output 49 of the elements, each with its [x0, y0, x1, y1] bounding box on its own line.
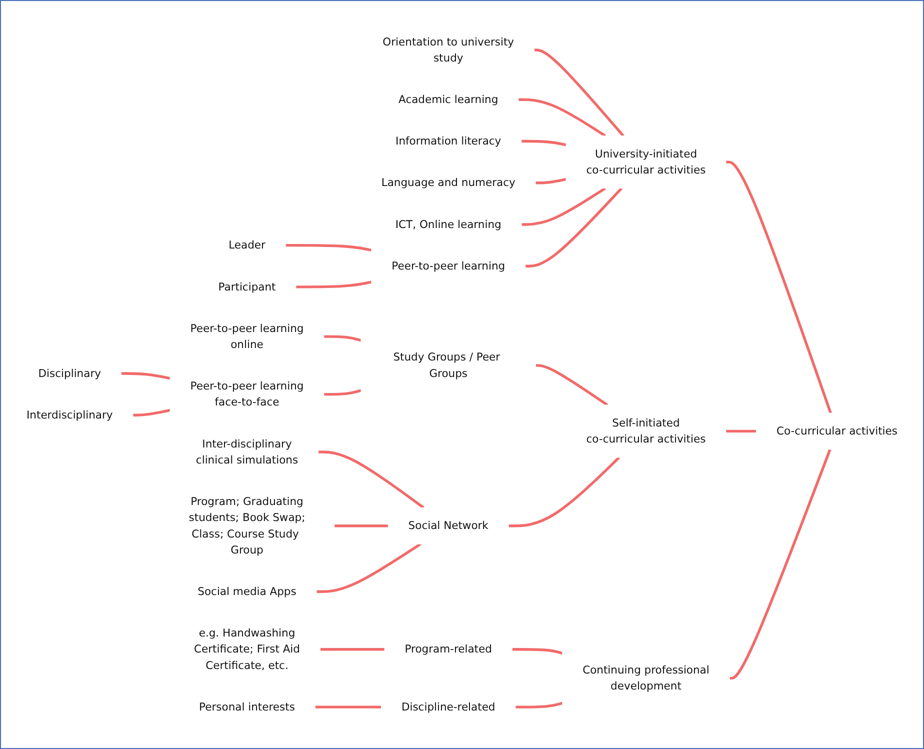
node-text: Continuing professional development — [582, 663, 710, 692]
node-text: ICT, Online learning — [395, 218, 502, 231]
connector — [726, 430, 756, 433]
connector — [315, 706, 382, 708]
node-text: Orientation to university study — [382, 35, 514, 64]
node-text: Participant — [218, 280, 276, 293]
node-text: Academic learning — [398, 92, 498, 106]
connector — [324, 335, 362, 342]
connector — [525, 187, 623, 268]
node-text: Inter-disciplinary clinical simulations — [196, 437, 298, 466]
node-text: Program; Graduating students; Book Swap; Class; Course Study Group — [188, 494, 306, 556]
connector — [521, 140, 566, 146]
connector — [121, 372, 170, 380]
node-text: Self-initiated co-curricular activities — [586, 416, 706, 446]
node-text: e.g. Handwashing Certificate; First Aid Certificate, etc. — [194, 626, 300, 672]
connector — [320, 648, 385, 651]
connector — [334, 524, 388, 528]
node-text: Social Network — [408, 519, 488, 532]
node-text: Discipline-related — [401, 700, 496, 714]
node-text: Program-related — [404, 642, 492, 656]
node-text: Leader — [228, 238, 266, 252]
connector — [535, 178, 566, 184]
connector — [512, 648, 563, 655]
node-text: Personal interests — [199, 700, 295, 714]
connector — [286, 244, 372, 252]
node-text: Information literacy — [396, 134, 502, 148]
node-text: Peer-to-peer learning face-to-face — [190, 380, 304, 408]
connector — [534, 48, 624, 137]
connector — [508, 456, 620, 528]
connector — [296, 280, 372, 288]
node-text: Disciplinary — [38, 366, 101, 380]
connector — [521, 187, 606, 226]
node-text: Peer-to-peer learning online — [190, 322, 304, 351]
connector — [536, 364, 608, 406]
node-text: Co-curricular activities — [776, 424, 898, 438]
connector — [324, 389, 362, 396]
node-text: Peer-to-peer learning — [392, 259, 506, 272]
connector — [132, 408, 170, 416]
connector — [518, 98, 606, 138]
connector — [318, 450, 424, 509]
connector — [726, 160, 832, 414]
node-text: University-initiated co-curricular activities — [586, 147, 706, 176]
node-text: Language and numeracy — [381, 176, 516, 189]
node-text: Social media Apps — [198, 584, 296, 598]
connector — [515, 702, 563, 708]
node-text: Interdisciplinary — [26, 408, 113, 422]
connector — [316, 542, 422, 593]
connector — [730, 448, 832, 680]
node-text: Study Groups / Peer Groups — [393, 350, 500, 380]
